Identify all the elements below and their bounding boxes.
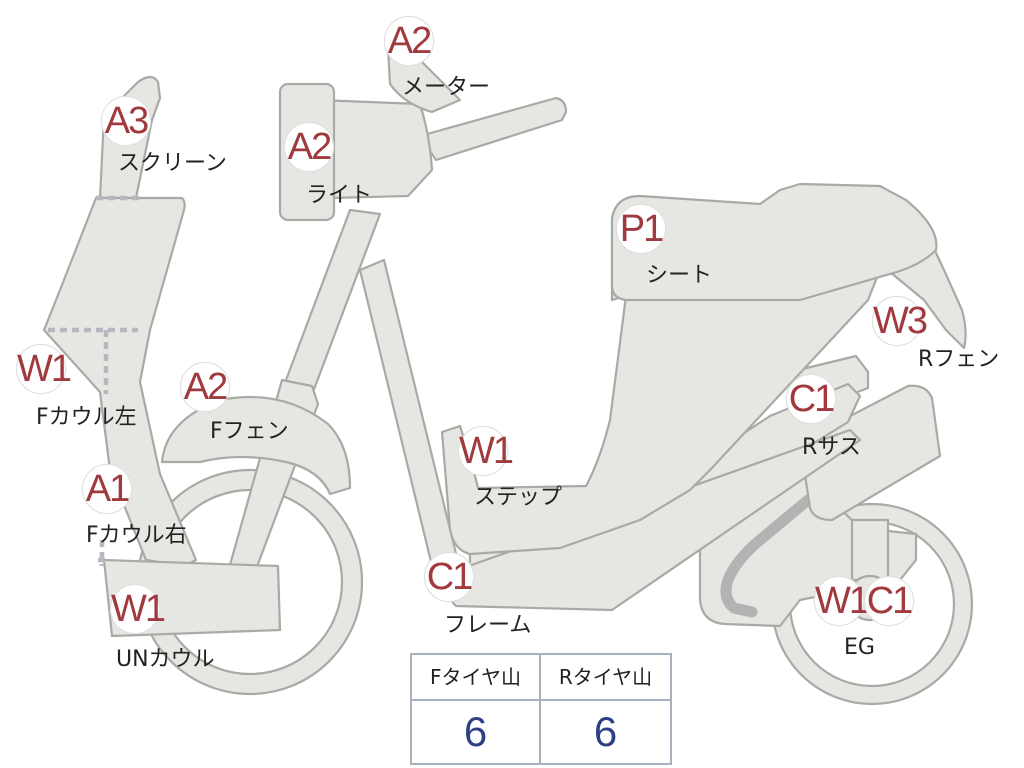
code-badge-f-cowl-left: W1 <box>16 344 72 394</box>
code-badge-f-cowl-right: A1 <box>82 464 132 514</box>
code-badge-light: A2 <box>284 122 334 172</box>
label-screen: スクリーン <box>118 151 227 176</box>
handlebar <box>418 96 568 162</box>
label-step: ステップ <box>474 485 563 510</box>
label-f-fender: Fフェン <box>210 419 289 444</box>
code-badge-frame: C1 <box>424 552 474 602</box>
code-badge-eg-w1: W1 <box>814 576 870 626</box>
label-seat: シート <box>646 263 713 288</box>
code-badge-meter: A2 <box>384 16 434 66</box>
label-meter: メーター <box>402 75 491 100</box>
code-badge-seat: P1 <box>616 204 666 254</box>
label-frame: フレーム <box>444 613 532 638</box>
steering-column <box>278 208 382 402</box>
tire-tread-table: Fタイヤ山 Rタイヤ山 6 6 <box>410 653 672 765</box>
header-front-tire: Fタイヤ山 <box>412 655 541 701</box>
code-badge-step: W1 <box>458 426 514 476</box>
code-badge-un-cowl: W1 <box>110 584 166 634</box>
eg-shock <box>850 518 890 582</box>
seam-cowl-right <box>98 540 110 566</box>
frame-down-tube <box>358 258 462 576</box>
code-badge-r-fender: W3 <box>872 296 928 346</box>
eg-cover <box>798 384 942 522</box>
front-cowl-part <box>42 196 198 568</box>
code-badge-eg-c1: C1 <box>864 576 914 626</box>
label-r-fender: Rフェン <box>918 347 1000 372</box>
seat-part <box>610 182 938 302</box>
header-rear-tire: Rタイヤ山 <box>541 655 670 701</box>
value-front-tire: 6 <box>412 701 541 763</box>
label-f-cowl-left: Fカウル左 <box>36 405 137 430</box>
code-badge-screen: A3 <box>101 96 151 146</box>
code-badge-f-fender: A2 <box>180 362 230 412</box>
seam-cowl-left <box>48 327 138 394</box>
value-rear-tire: 6 <box>593 708 618 755</box>
label-un-cowl: UNカウル <box>116 647 215 672</box>
label-eg: EG <box>844 635 875 660</box>
code-badge-r-sus: C1 <box>786 374 836 424</box>
exhaust-pipe <box>720 470 876 618</box>
label-f-cowl-right: Fカウル右 <box>86 523 187 548</box>
label-light: ライト <box>306 183 373 208</box>
label-r-sus: Rサス <box>802 435 861 460</box>
